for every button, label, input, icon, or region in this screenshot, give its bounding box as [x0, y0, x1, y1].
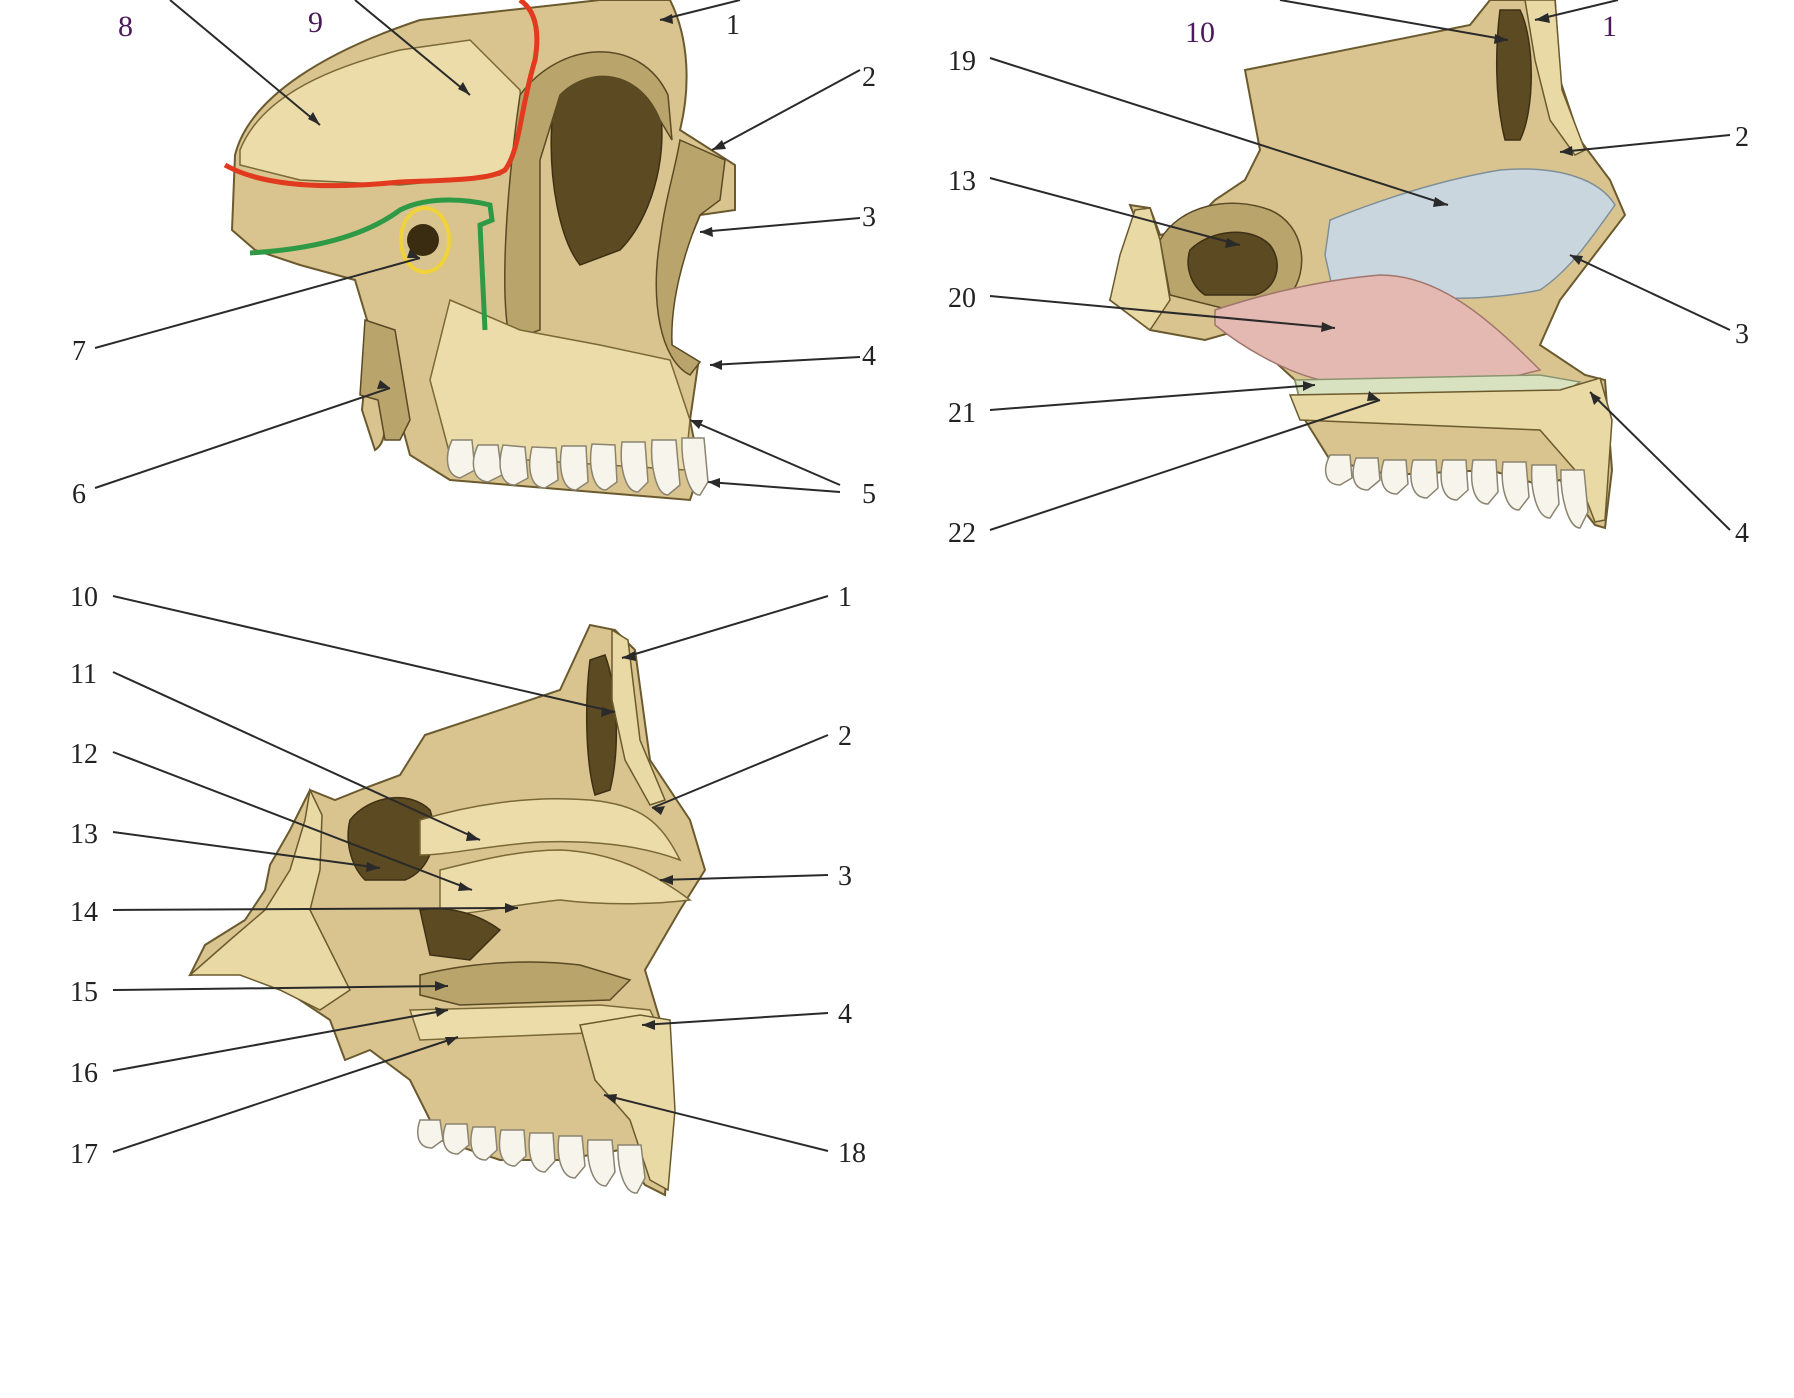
lateral-label-6: 6: [72, 479, 86, 510]
membrane-label-1: 1: [1602, 10, 1617, 43]
arrowheads-lateral: [308, 14, 726, 488]
panel-medial-membrane: 10 1 19 13 20 21 22 2 3 4: [948, 0, 1749, 549]
lateral-label-1: 1: [726, 10, 740, 41]
orbit-rim: [504, 51, 673, 341]
membrane-label-10: 10: [1185, 16, 1215, 49]
mucosa-lower-pink: [1214, 274, 1542, 385]
superior-concha: [419, 797, 682, 862]
arrowheads-medial-bone: [366, 651, 673, 1104]
bone-label-3: 3: [838, 861, 852, 892]
membrane-label-2: 2: [1735, 122, 1749, 153]
sphenoid-sinus-cavity: [1187, 231, 1278, 296]
maxillary-teeth: [446, 437, 709, 496]
frontal-sinus: [1495, 9, 1532, 141]
membrane-label-3: 3: [1735, 319, 1749, 350]
temporal-region: [239, 39, 526, 186]
lateral-label-8: 8: [118, 10, 133, 43]
lateral-label-5: 5: [862, 479, 876, 510]
bone-label-2: 2: [838, 721, 852, 752]
hard-palate-section: [1288, 377, 1613, 523]
bone-label-10: 10: [70, 582, 98, 613]
lateral-label-7: 7: [72, 336, 86, 367]
bone-label-4: 4: [838, 999, 852, 1030]
piriform-aperture: [655, 138, 726, 376]
bone-label-15: 15: [70, 977, 98, 1008]
membrane-label-21: 21: [948, 398, 976, 429]
inferior-meatus: [419, 961, 632, 1006]
boundary-line-green: [249, 197, 495, 331]
bone-label-18: 18: [838, 1138, 866, 1169]
sphenoid-spongy-section: [188, 787, 351, 1011]
bone-label-12: 12: [70, 739, 98, 770]
membrane-label-13: 13: [948, 166, 976, 197]
membrane-label-22: 22: [948, 518, 976, 549]
bone-label-17: 17: [70, 1139, 98, 1170]
membrane-label-20: 20: [948, 283, 976, 314]
arrowheads-medial-membrane: [1225, 13, 1601, 405]
leader-lines-medial-bone: [112, 595, 829, 1153]
lateral-label-2: 2: [862, 62, 876, 93]
hard-palate-section-2: [579, 1014, 676, 1192]
bone-label-11: 11: [70, 659, 97, 690]
clinoid-process: [1109, 207, 1171, 332]
membrane-label-19: 19: [948, 46, 976, 77]
maxillary-teeth-bone-view: [417, 1119, 646, 1194]
boundary-line-red: [223, 0, 540, 189]
panel-medial-bone: 10 11 12 13 14 15 16 17 1 2 3 4 18: [70, 582, 866, 1197]
bone-label-16: 16: [70, 1058, 98, 1089]
mucosa-upper-blue: [1324, 168, 1616, 301]
bone-label-1: 1: [838, 582, 852, 613]
lateral-label-9: 9: [308, 6, 323, 39]
sphenopalatine-foramen: [407, 224, 439, 256]
bone-label-14: 14: [70, 897, 98, 928]
leader-lines-lateral: [94, 0, 861, 493]
panel-lateral-view: 8 9 1 2 3 4 5 6 7: [72, 0, 876, 510]
pterygoid-process: [359, 318, 411, 441]
leader-lines-medial-membrane: [989, 0, 1731, 531]
membrane-label-4: 4: [1735, 518, 1749, 549]
maxillary-teeth-medial: [1324, 454, 1589, 529]
bone-label-13: 13: [70, 819, 98, 850]
lateral-label-3: 3: [862, 202, 876, 233]
lateral-label-4: 4: [862, 341, 876, 372]
highlight-ring-yellow: [399, 206, 451, 274]
